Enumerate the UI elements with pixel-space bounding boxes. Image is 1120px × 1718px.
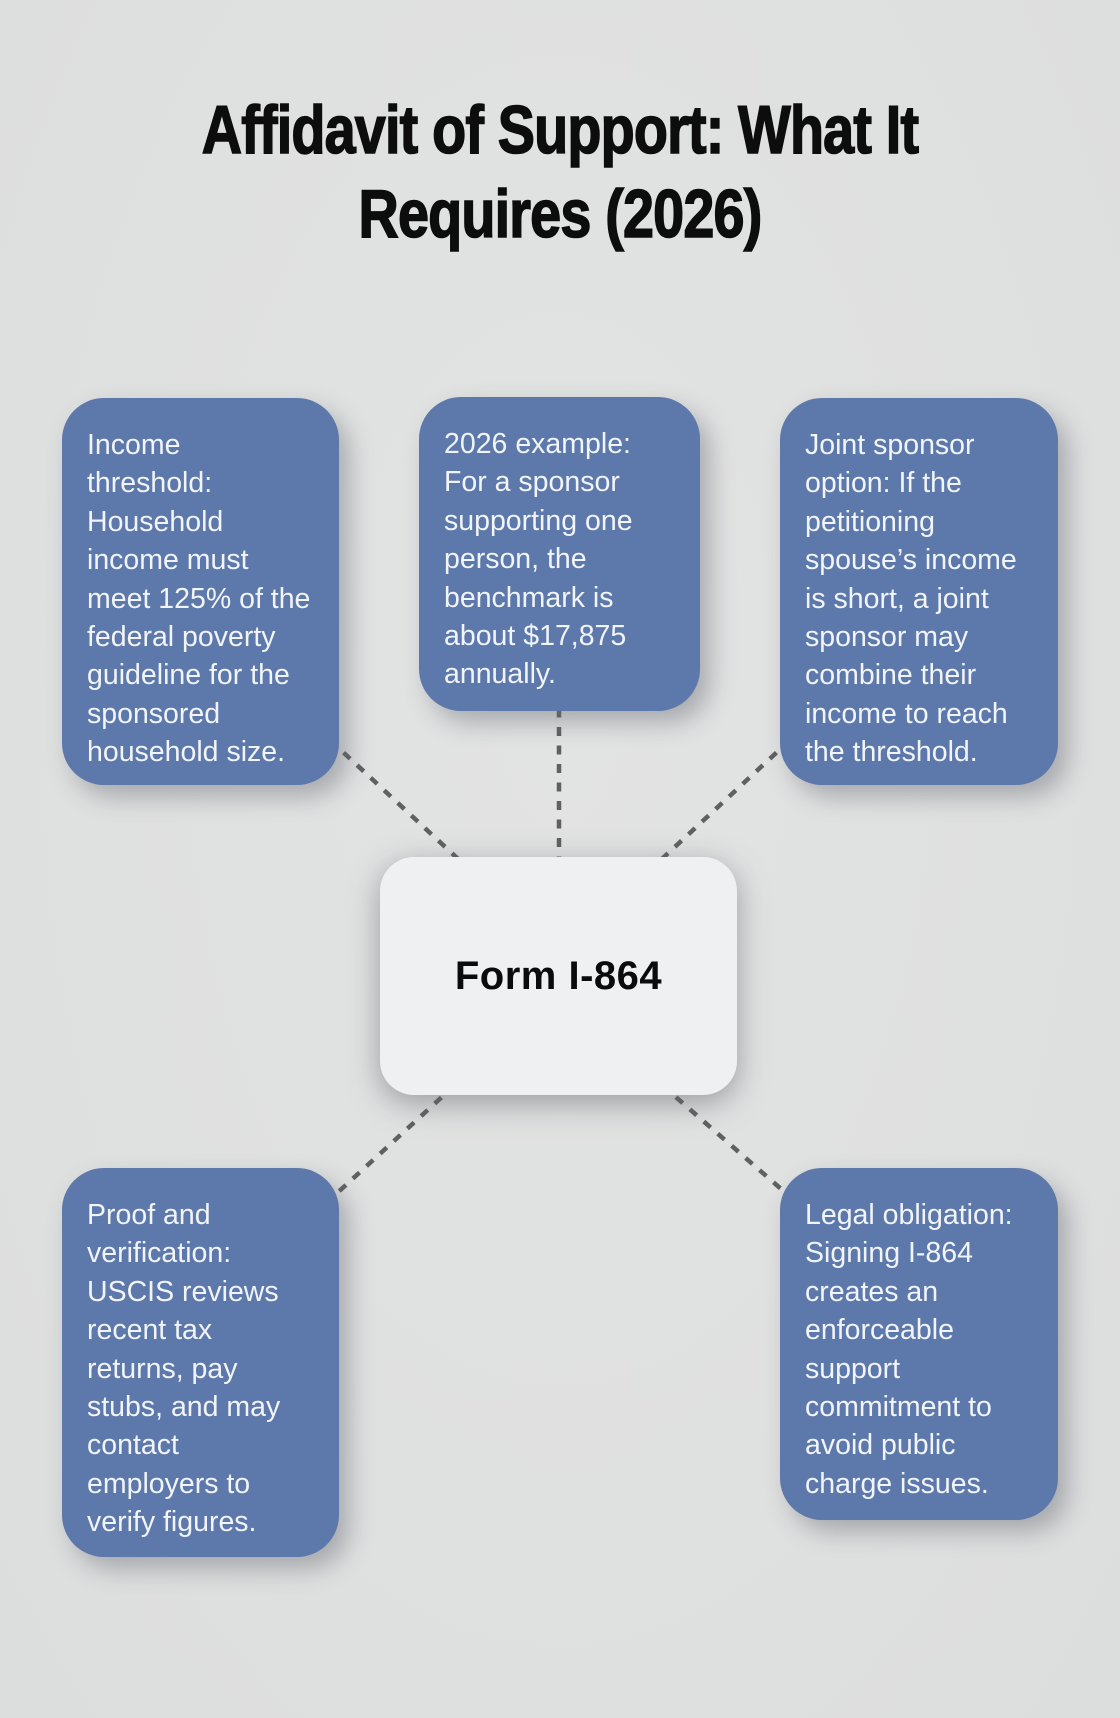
- node-2026-example-text: 2026 example: For a sponsor supporting o…: [444, 428, 633, 691]
- node-joint-sponsor-text: Joint sponsor option: If the petitioning…: [805, 429, 1017, 769]
- node-proof-verification: Proof and verification: USCIS reviews re…: [62, 1168, 339, 1557]
- connector-legal-obligation: [660, 1083, 790, 1197]
- connector-income-threshold: [328, 738, 472, 872]
- node-legal-obligation-text: Legal obligation: Signing I-864 creates …: [805, 1199, 1013, 1500]
- node-2026-example: 2026 example: For a sponsor supporting o…: [419, 397, 700, 711]
- page-title-line-2: Requires (2026): [358, 175, 763, 253]
- node-proof-verification-text: Proof and verification: USCIS reviews re…: [87, 1199, 281, 1539]
- page-title: Affidavit of Support: What It Requires (…: [101, 88, 1019, 256]
- connector-joint-sponsor: [648, 738, 792, 872]
- center-node-label: Form I-864: [454, 953, 663, 998]
- node-income-threshold-text: Income threshold: Household income must …: [87, 429, 311, 769]
- node-income-threshold: Income threshold: Household income must …: [62, 398, 339, 785]
- center-node-form-i864: Form I-864: [380, 857, 737, 1095]
- page-title-line-1: Affidavit of Support: What It: [201, 91, 920, 169]
- node-joint-sponsor: Joint sponsor option: If the petitioning…: [780, 398, 1058, 785]
- node-legal-obligation: Legal obligation: Signing I-864 creates …: [780, 1168, 1058, 1520]
- connector-proof-verification: [333, 1083, 457, 1197]
